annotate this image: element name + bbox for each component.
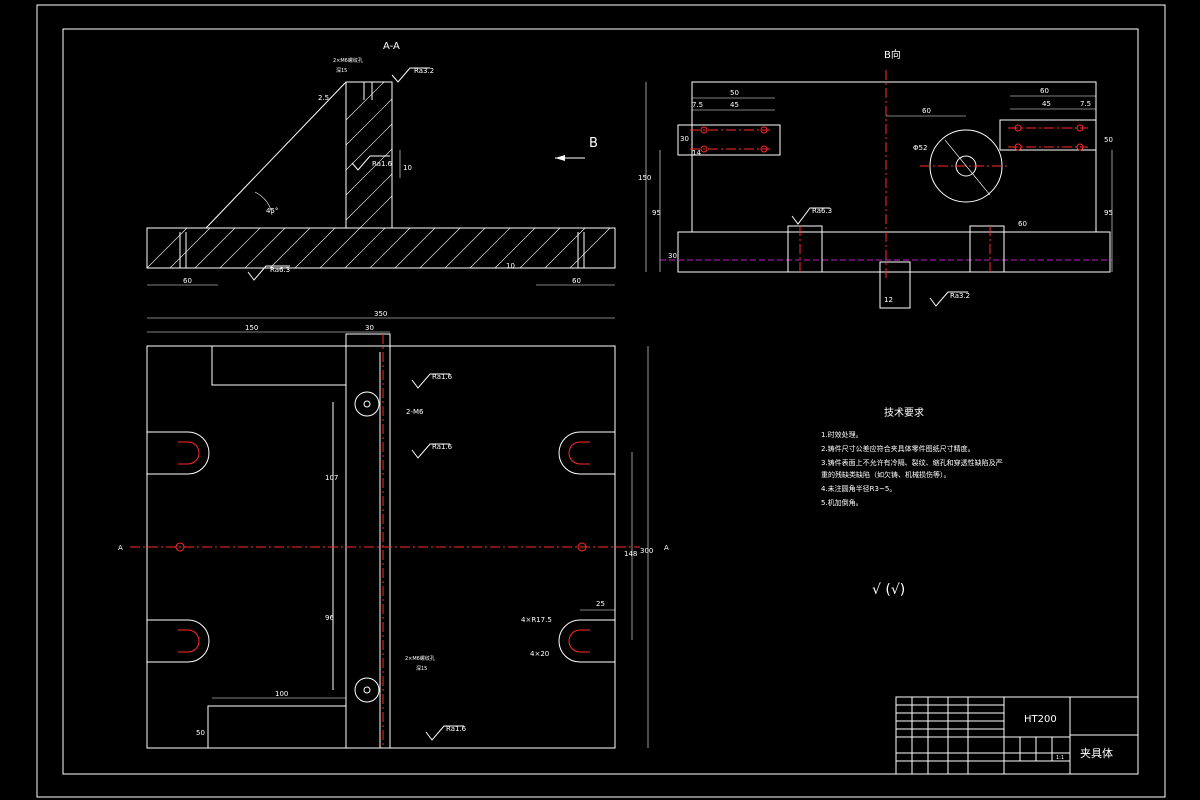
tech-requirements: 技术要求 1.时效处理。 2.铸件尺寸公差应符合夹具体零件图纸尺寸精度。 3.铸… [821, 406, 1003, 598]
section-aa-title: A-A [383, 41, 400, 52]
aa-rough-top: Ra3.2 [414, 67, 434, 75]
plan-dim-300: 300 [640, 547, 653, 555]
plan-dim-30: 30 [365, 324, 374, 332]
plan-section-mark-right: A [664, 544, 669, 552]
hatch [146, 81, 611, 269]
aa-rough-mid: Ra1.6 [372, 160, 393, 168]
rib [204, 81, 347, 229]
plan-side-note-2: 深15 [416, 665, 427, 672]
vb-dim-60-right: 60 [1040, 87, 1049, 95]
view-arrow-b: B [555, 136, 598, 161]
vb-dim-45-right: 45 [1042, 100, 1051, 108]
tech-item-2: 2.铸件尺寸公差应符合夹具体零件图纸尺寸精度。 [821, 444, 975, 453]
plan-side-note-1: 2×M6螺纹孔 [405, 655, 435, 662]
plan-dim-107: 107 [325, 474, 338, 482]
vb-dim-h3: 30 [668, 252, 677, 260]
plan-dim-total: 350 [374, 310, 387, 318]
plan-label-4xr: 4×R17.5 [521, 616, 552, 624]
inner-border [62, 28, 1139, 775]
outer-border [36, 4, 1166, 798]
plan-rough-a: Ra1.6 [432, 373, 453, 381]
vb-dim-hole: Φ52 [913, 144, 927, 152]
vb-dim-7-right: 7.5 [1080, 100, 1091, 108]
tech-item-4: 重的残缺类缺陷（如欠铸、机械损伤等）。 [821, 470, 951, 479]
plan-rough-b: Ra1.6 [432, 443, 453, 451]
plan-section-mark-left: A [118, 544, 123, 552]
view-b-base [677, 231, 1111, 273]
aa-dim-left: 60 [183, 277, 192, 285]
tb-scale: 1:1 [1056, 755, 1064, 761]
plan-dim-100: 100 [275, 690, 288, 698]
vb-rough-1: Ra6.3 [812, 207, 832, 215]
plan-dim-96: 96 [325, 614, 334, 622]
section-aa-view: A-A 60 60 45° [146, 41, 616, 286]
base-plate [146, 227, 616, 269]
tech-item-5: 4.未注圆角半径R3~5。 [821, 484, 896, 493]
vb-dim-14: 14 [692, 149, 701, 157]
aa-note-2: 深15 [336, 67, 347, 74]
aa-note-1: 2×M6螺纹孔 [333, 57, 363, 64]
aa-angle: 45° [266, 207, 278, 215]
plan-dim-148: 148 [624, 550, 637, 558]
plan-label-4x20: 4×20 [530, 650, 549, 658]
vb-dim-height: 150 [638, 174, 651, 182]
vb-dim-h2: 95 [652, 209, 661, 217]
title-block: HT200 夹具体 1:1 [895, 696, 1139, 775]
tech-item-1: 1.时效处理。 [821, 430, 863, 439]
vb-dim-7-left: 7.5 [692, 101, 703, 109]
tech-item-3: 3.铸件表面上不允许有冷隔、裂纹、缩孔和穿透性缺陷及严 [821, 458, 1003, 467]
vertical-wall [345, 81, 393, 229]
tb-part-name: 夹具体 [1080, 746, 1113, 760]
vb-dim-45-left: 45 [730, 101, 739, 109]
vb-dim-vert: 60 [1018, 220, 1027, 228]
vb-dim-50: 50 [730, 89, 739, 97]
view-b-body [691, 81, 1097, 233]
plan-dim-50: 50 [196, 729, 205, 737]
aa-rough-bottom: Ra6.3 [270, 266, 290, 274]
view-b: B向 50 45 7.5 60 45 7.5 [638, 48, 1113, 309]
vb-rough-2: Ra3.2 [950, 292, 970, 300]
vb-dim-30: 30 [680, 135, 689, 143]
view-b-title: B向 [884, 48, 901, 61]
arrow-b-label: B [589, 136, 598, 151]
rough-symbol-general: √ (√) [872, 582, 905, 598]
plan-dim-25: 25 [596, 600, 605, 608]
tech-title: 技术要求 [884, 406, 924, 419]
aa-dim-side: 10 [403, 164, 412, 172]
plan-rough-c: Ra1.6 [446, 725, 467, 733]
tech-item-6: 5.机加倒角。 [821, 498, 863, 507]
aa-dim-bottom: 10 [506, 262, 515, 270]
vb-dim-right-50: 50 [1104, 136, 1113, 144]
vb-dim-slot: 12 [884, 296, 893, 304]
vb-dim-center: 60 [922, 107, 931, 115]
vb-dim-right-h: 95 [1104, 209, 1113, 217]
plan-label-2m6: 2-M6 [406, 408, 424, 416]
plan-view: 350 150 30 100 50 107 96 148 300 25 4×R1… [118, 310, 669, 749]
aa-dim-right: 60 [572, 277, 581, 285]
plan-dim-150: 150 [245, 324, 258, 332]
tb-material: HT200 [1024, 714, 1057, 725]
aa-small-dim: 2.5 [318, 94, 329, 102]
